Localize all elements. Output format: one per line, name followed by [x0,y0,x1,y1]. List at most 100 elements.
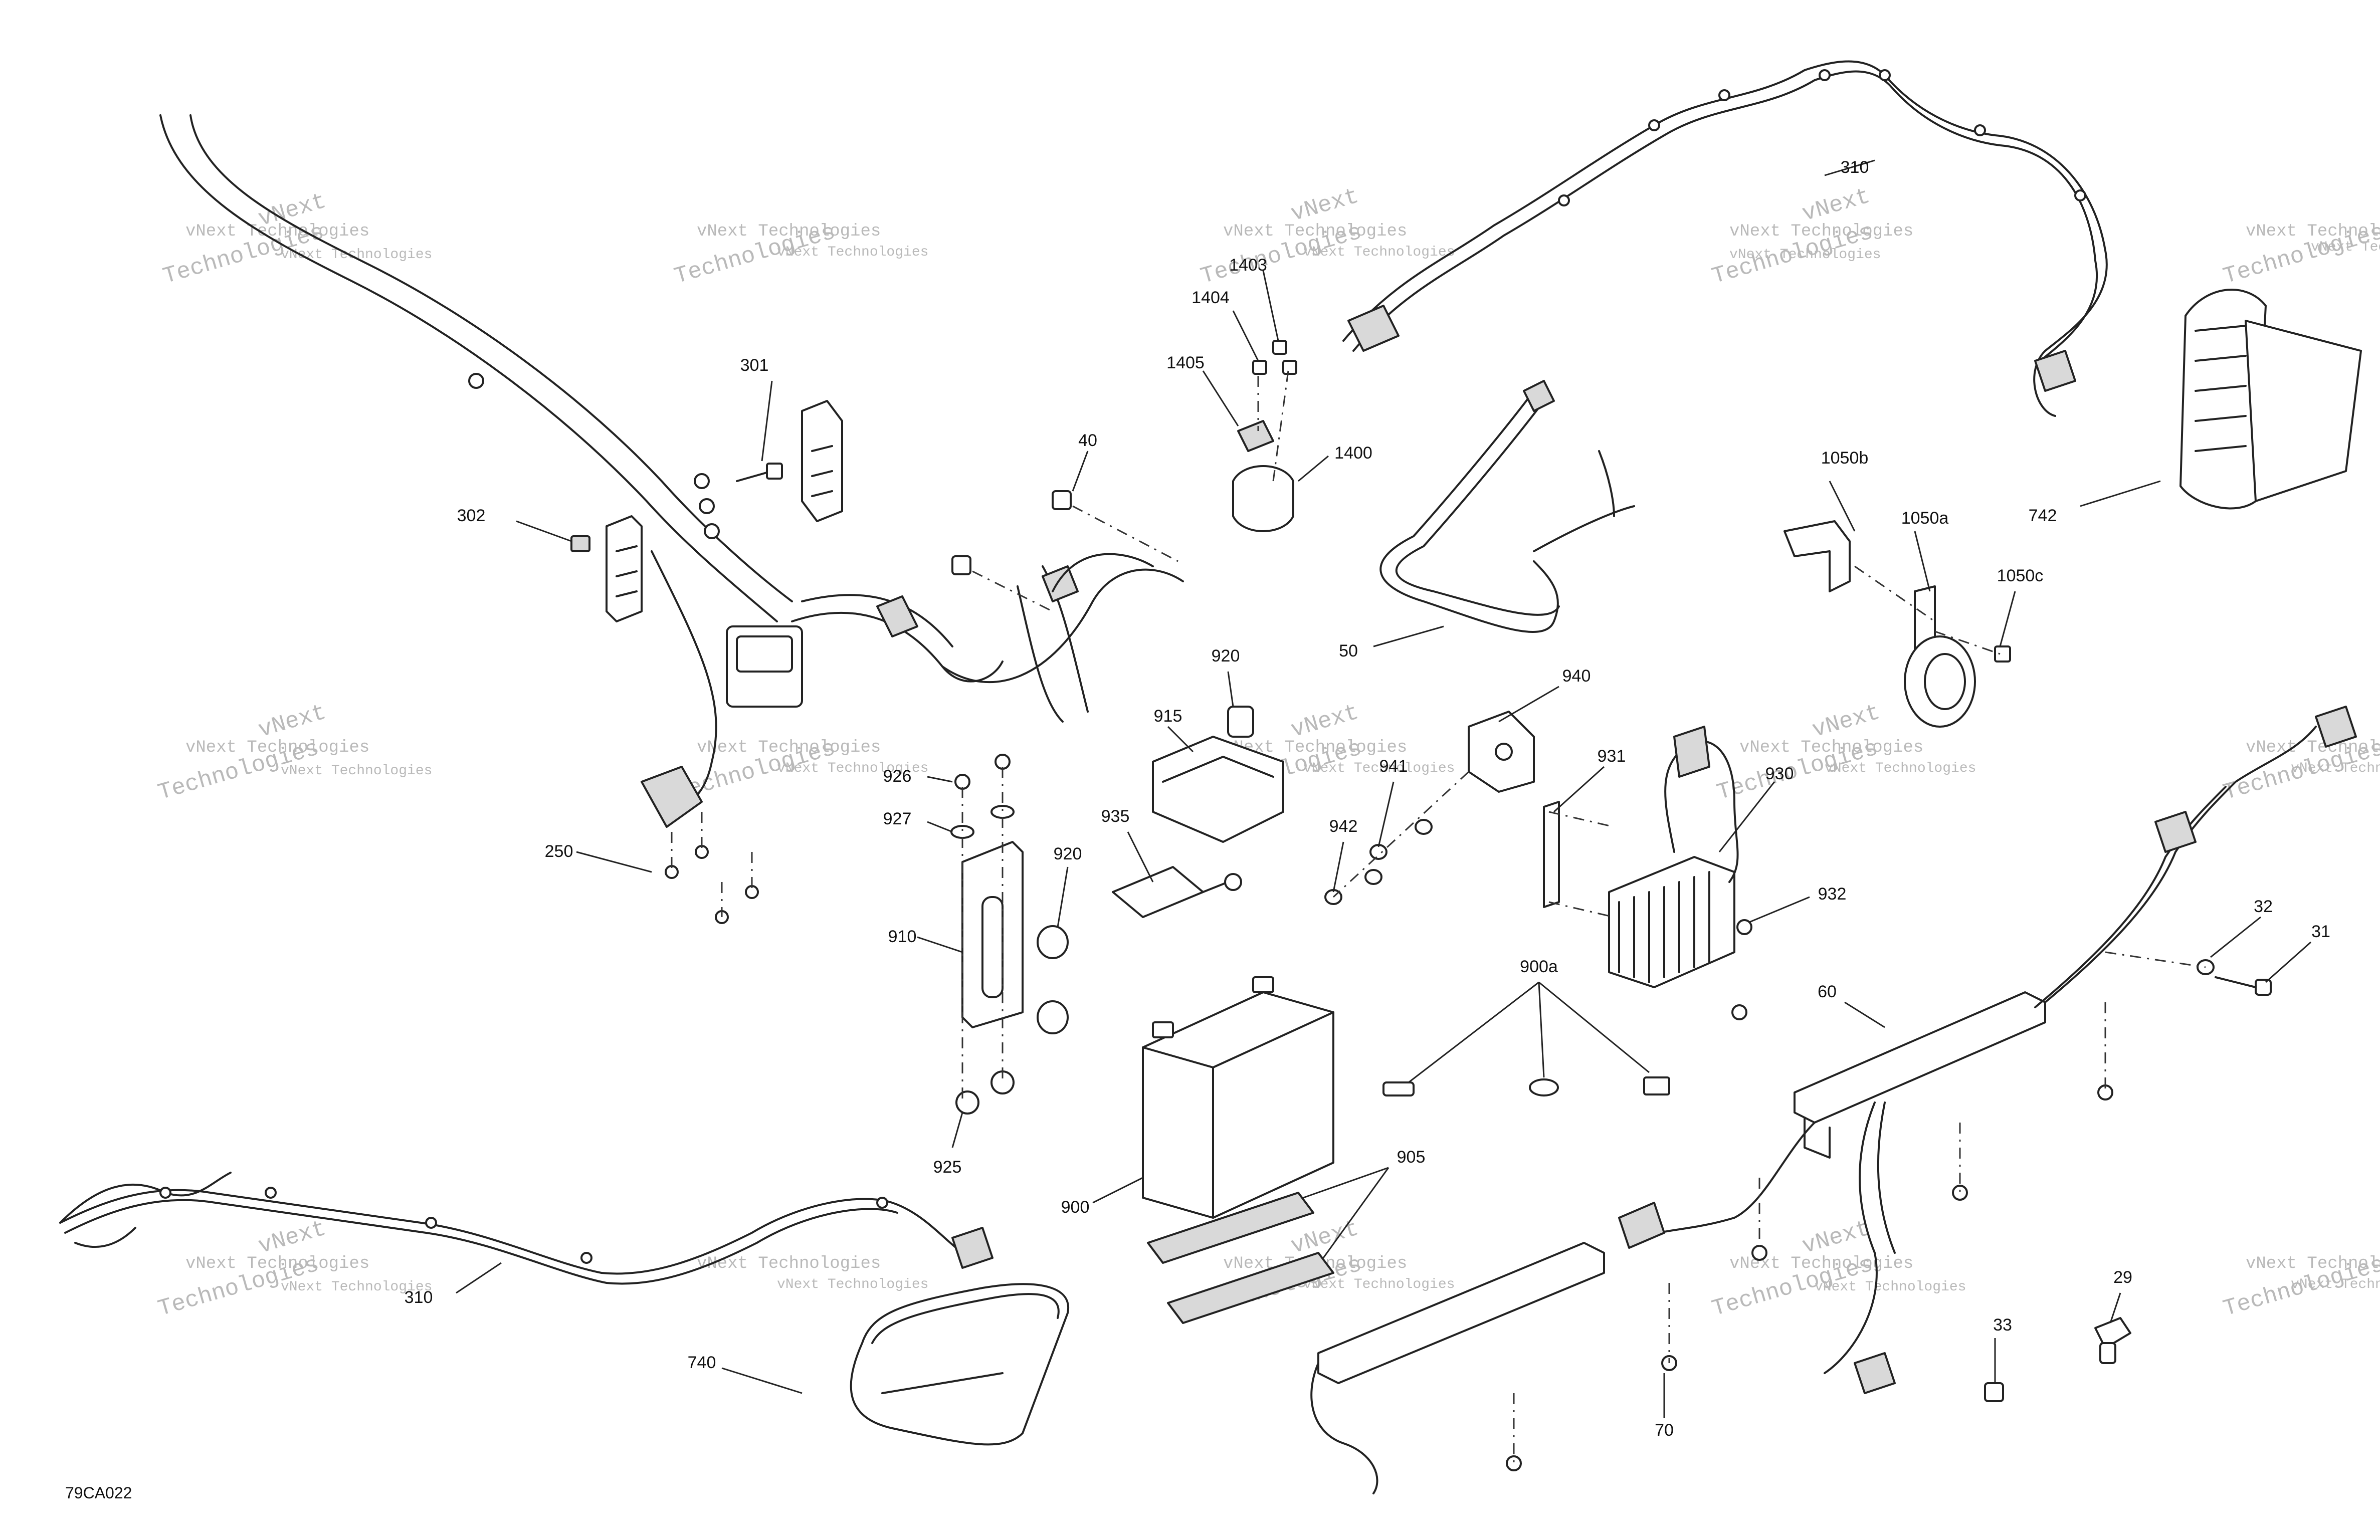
callout-1050c: 1050c [1997,566,2044,585]
callout-70: 70 [1655,1421,1674,1440]
watermark-text: vNext Technologies [1223,222,1407,241]
main-wiring-harness [159,114,1184,828]
callout-935: 935 [1101,807,1130,826]
watermark-text: vNext Technologies [2291,1277,2380,1292]
watermark-text: vNext Technologies [1303,1277,1455,1292]
leader-lines [456,159,2311,1418]
callout-931: 931 [1598,747,1626,766]
watermark-text: vNext Technologies [1303,245,1455,260]
watermark-text: vNext Technologies [2311,240,2380,255]
watermark: vNext Technologies vNext Technologies vN… [1709,183,1914,290]
callouts: 301 302 250 40 1403 1404 1405 1400 310 7… [405,158,2330,1440]
headlight-740 [850,1283,1070,1446]
callout-932: 932 [1818,885,1847,904]
battery-cable-50 [1379,380,1635,633]
callout-250: 250 [545,842,573,861]
callout-940: 940 [1562,667,1591,686]
callout-40: 40 [1078,431,1097,450]
callout-50: 50 [1339,641,1358,661]
watermark-text: vNext Technologies [697,222,881,241]
watermark-text: vNext Technologies [697,738,881,757]
callout-310-upper: 310 [1841,158,1869,177]
callout-925: 925 [933,1158,962,1177]
watermark-text: vNext Technologies [777,761,928,776]
watermark: vNext Technologies Technologies vNext Te… [2221,219,2380,290]
callout-920-upper: 920 [1212,646,1240,666]
callout-1405: 1405 [1166,353,1205,372]
callout-942: 942 [1329,817,1358,836]
callout-930: 930 [1765,764,1794,783]
callout-1404: 1404 [1192,288,1230,307]
watermark: vNext Technologies vNext Technologies vN… [1709,1215,1966,1322]
clip-302 [570,515,643,622]
watermark-text: vNext [256,699,329,743]
rear-harness-60 [1310,706,2357,1494]
nut-40 [951,490,1178,612]
battery-hardware-900a [1382,1076,1670,1096]
watermark: vNext Technologies vNext Technologies vN… [155,1215,433,1322]
watermark-text: vNext Technologies [185,738,369,757]
harness-310-lower [59,1172,994,1285]
callout-910: 910 [888,927,917,946]
callout-900: 900 [1061,1198,1090,1217]
watermark: vNext Technologies Technologies vNext Te… [2221,1251,2380,1322]
watermark-text: vNext Technologies [185,1254,369,1273]
push-pins-250 [665,812,759,924]
diagram-reference-code: 79CA022 [65,1484,132,1502]
watermark-text: vNext Technologies [281,1279,432,1295]
watermark-text: vNext Technologies [281,247,432,263]
callout-29: 29 [2113,1268,2132,1287]
watermark: vNext Technologies vNext Technologies [697,1254,928,1292]
watermark: vNext Technologies vNext Technologies vN… [155,699,433,806]
callout-1400: 1400 [1334,444,1372,463]
battery-bracket-910 [950,754,1069,1115]
callout-941: 941 [1379,757,1408,776]
watermark-text: vNext Technologies [2246,1254,2380,1273]
watermark-text: vNext Technologies [1815,1279,1966,1295]
callout-927: 927 [883,809,912,828]
watermark-text: vNext Technologies [777,1277,928,1292]
callout-302: 302 [457,506,486,525]
callout-1050b: 1050b [1821,449,1869,468]
bolt-31 [2105,951,2272,996]
watermark: vNext Technologies vNext Technologies vN… [160,188,433,290]
watermark-text: vNext Technologies [2291,761,2380,776]
watermark-text: vNext [256,1215,329,1259]
callout-301: 301 [740,356,769,375]
relay-940 [1324,711,1535,905]
watermark-text: vNext Technologies [2246,222,2380,241]
callout-310-lower: 310 [405,1288,433,1307]
callout-920-lower: 920 [1054,844,1082,863]
watermark: vNext Technologies Technologies vNext Te… [672,219,929,290]
callout-32: 32 [2254,897,2273,916]
watermark-text: vNext Technologies [185,222,369,241]
callout-60: 60 [1818,982,1837,1001]
bracket-301 [736,400,843,522]
harness-310-upper [1342,60,2108,417]
watermark-text: vNext Technologies [1303,761,1455,776]
callout-740: 740 [688,1353,716,1372]
callout-1403: 1403 [1229,256,1267,275]
watermark-text: vNext Technologies [777,245,928,260]
callout-33: 33 [1993,1315,2012,1335]
callout-900a: 900a [1520,957,1558,976]
fuse-holder-915 [1112,706,1284,918]
callout-31: 31 [2311,922,2330,941]
watermark-text: vNext Technologies [1729,222,1913,241]
relay-1400 [1232,340,1297,532]
watermark-text: vNext Technologies [281,763,432,779]
watermark-text: vNext Technologies [1729,247,1881,263]
callout-742: 742 [2029,506,2057,525]
battery-900 [1142,976,1334,1324]
voltage-regulator-930 [1543,726,1752,1020]
callout-926: 926 [883,767,912,786]
watermark-text: vNext Technologies [1825,761,1976,776]
watermark-text: vNext Technologies [1739,738,1923,757]
watermark-text: vNext Technologies [2246,738,2380,757]
callout-905: 905 [1397,1148,1426,1167]
callout-1050a: 1050a [1901,509,1949,528]
callout-915: 915 [1154,707,1182,726]
sensor-29 [1984,1317,2131,1402]
headlight-742 [2179,289,2362,510]
